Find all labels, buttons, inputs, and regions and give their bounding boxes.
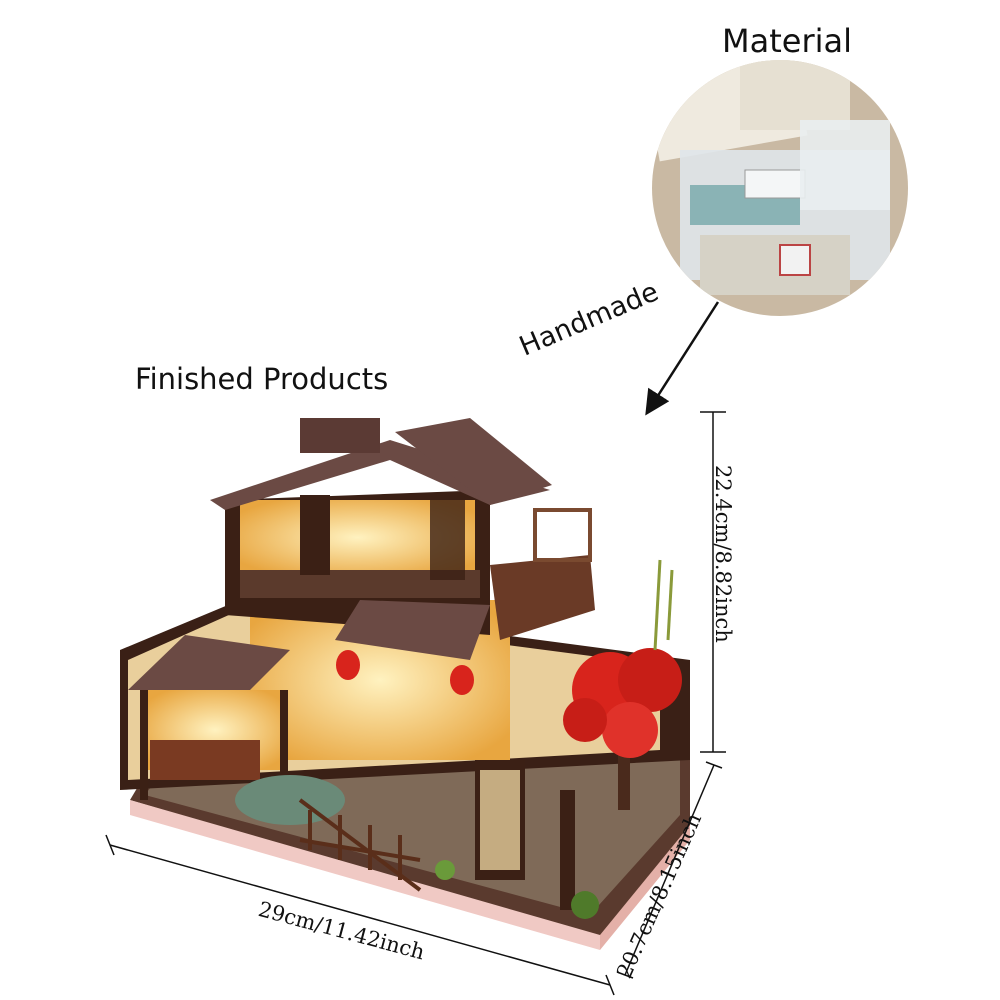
finished-products-label: Finished Products <box>135 362 389 396</box>
dimension-lines <box>105 411 726 996</box>
dollhouse-image <box>120 418 690 950</box>
material-label: Material <box>722 22 852 60</box>
material-photo <box>652 60 908 316</box>
height-dimension-label: 22.4cm/8.82inch <box>711 465 735 643</box>
arrow <box>645 301 720 416</box>
